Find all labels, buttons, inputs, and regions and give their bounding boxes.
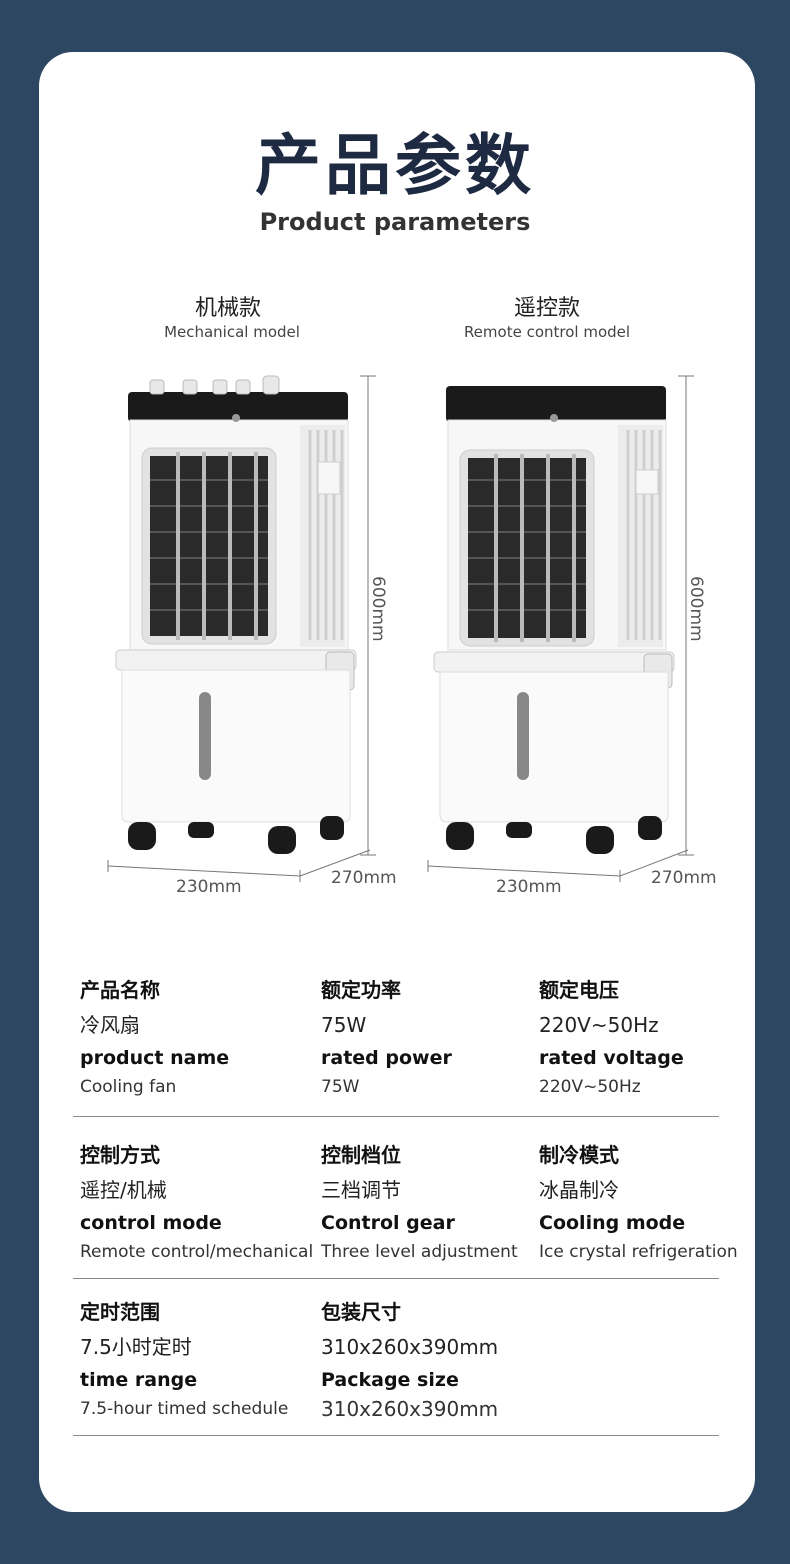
spec-divider [73, 1278, 719, 1279]
model-1-name-cn: 机械款 [194, 296, 261, 321]
spec-label-cn: 定时范围 [80, 1300, 160, 1324]
product-image-mechanical [107, 375, 376, 882]
spec-value-en: Ice crystal refrigeration [539, 1242, 738, 1262]
spec-row-2: 控制方式 遥控/机械 control mode Remote control/m… [73, 1137, 738, 1297]
spec-value-en: 220V~50Hz [539, 1077, 641, 1097]
spec-value-cn: 220V~50Hz [539, 1013, 659, 1037]
spec-label-cn: 产品名称 [80, 978, 160, 1002]
spec-rated-voltage: 额定电压 220V~50Hz rated voltage 220V~50Hz [539, 972, 779, 1100]
spec-cooling-mode: 制冷模式 冰晶制冷 Cooling mode Ice crystal refri… [539, 1137, 779, 1265]
spec-control-mode: 控制方式 遥控/机械 control mode Remote control/m… [80, 1137, 320, 1265]
spec-label-cn: 额定功率 [321, 978, 401, 1002]
spec-label-cn: 控制档位 [321, 1143, 401, 1167]
page-title: 产品参数 [255, 127, 535, 204]
spec-value-cn: 遥控/机械 [80, 1178, 167, 1202]
spec-row-3: 定时范围 7.5小时定时 time range 7.5-hour timed s… [73, 1294, 719, 1454]
model-1-depth-label: 270mm [331, 868, 397, 888]
spec-label-cn: 控制方式 [80, 1143, 160, 1167]
spec-time-range: 定时范围 7.5小时定时 time range 7.5-hour timed s… [80, 1294, 320, 1422]
model-2-name-cn: 遥控款 [513, 296, 580, 321]
product-image-remote [427, 375, 694, 882]
spec-label-en: product name [80, 1047, 230, 1069]
spec-value-en: 7.5-hour timed schedule [80, 1399, 289, 1419]
model-2-depth-label: 270mm [651, 868, 717, 888]
spec-label-en: rated power [321, 1047, 452, 1069]
spec-value-cn: 7.5小时定时 [80, 1335, 192, 1359]
spec-label-cn: 制冷模式 [539, 1143, 619, 1167]
spec-label-en: Cooling mode [539, 1212, 686, 1234]
spec-value-en: 310x260x390mm [321, 1397, 499, 1421]
spec-label-en: Control gear [321, 1212, 455, 1234]
spec-control-gear: 控制档位 三档调节 Control gear Three level adjus… [321, 1137, 561, 1265]
spec-value-cn: 三档调节 [321, 1178, 401, 1202]
spec-label-en: rated voltage [539, 1047, 684, 1069]
spec-product-name: 产品名称 冷风扇 product name Cooling fan [80, 972, 320, 1100]
model-2-height-label: 600mm [686, 576, 706, 642]
model-1-name-en: Mechanical model [164, 323, 300, 341]
spec-divider [73, 1435, 719, 1436]
spec-package-size: 包装尺寸 310x260x390mm Package size 310x260x… [321, 1294, 561, 1422]
spec-label-en: time range [80, 1369, 198, 1391]
model-1-height-label: 600mm [368, 576, 388, 642]
model-2-width-label: 230mm [496, 877, 562, 897]
spec-value-cn: 75W [321, 1013, 367, 1037]
spec-label-cn: 包装尺寸 [321, 1300, 401, 1324]
model-1-width-label: 230mm [176, 877, 242, 897]
spec-row-1: 产品名称 冷风扇 product name Cooling fan 额定功率 7… [73, 972, 719, 1132]
spec-value-en: Remote control/mechanical [80, 1242, 314, 1262]
spec-value-en: Three level adjustment [321, 1242, 518, 1262]
page-subtitle: Product parameters [259, 208, 531, 236]
model-2-name-en: Remote control model [463, 323, 631, 341]
spec-label-en: control mode [80, 1212, 222, 1234]
spec-label-cn: 额定电压 [539, 978, 619, 1002]
spec-value-cn: 冷风扇 [80, 1013, 140, 1037]
spec-value-cn: 冰晶制冷 [539, 1178, 619, 1202]
spec-value-en: 75W [321, 1077, 360, 1097]
spec-label-en: Package size [321, 1369, 459, 1391]
spec-value-en: Cooling fan [80, 1077, 177, 1097]
spec-value-cn: 310x260x390mm [321, 1335, 499, 1359]
spec-divider [73, 1116, 719, 1117]
spec-rated-power: 额定功率 75W rated power 75W [321, 972, 561, 1100]
